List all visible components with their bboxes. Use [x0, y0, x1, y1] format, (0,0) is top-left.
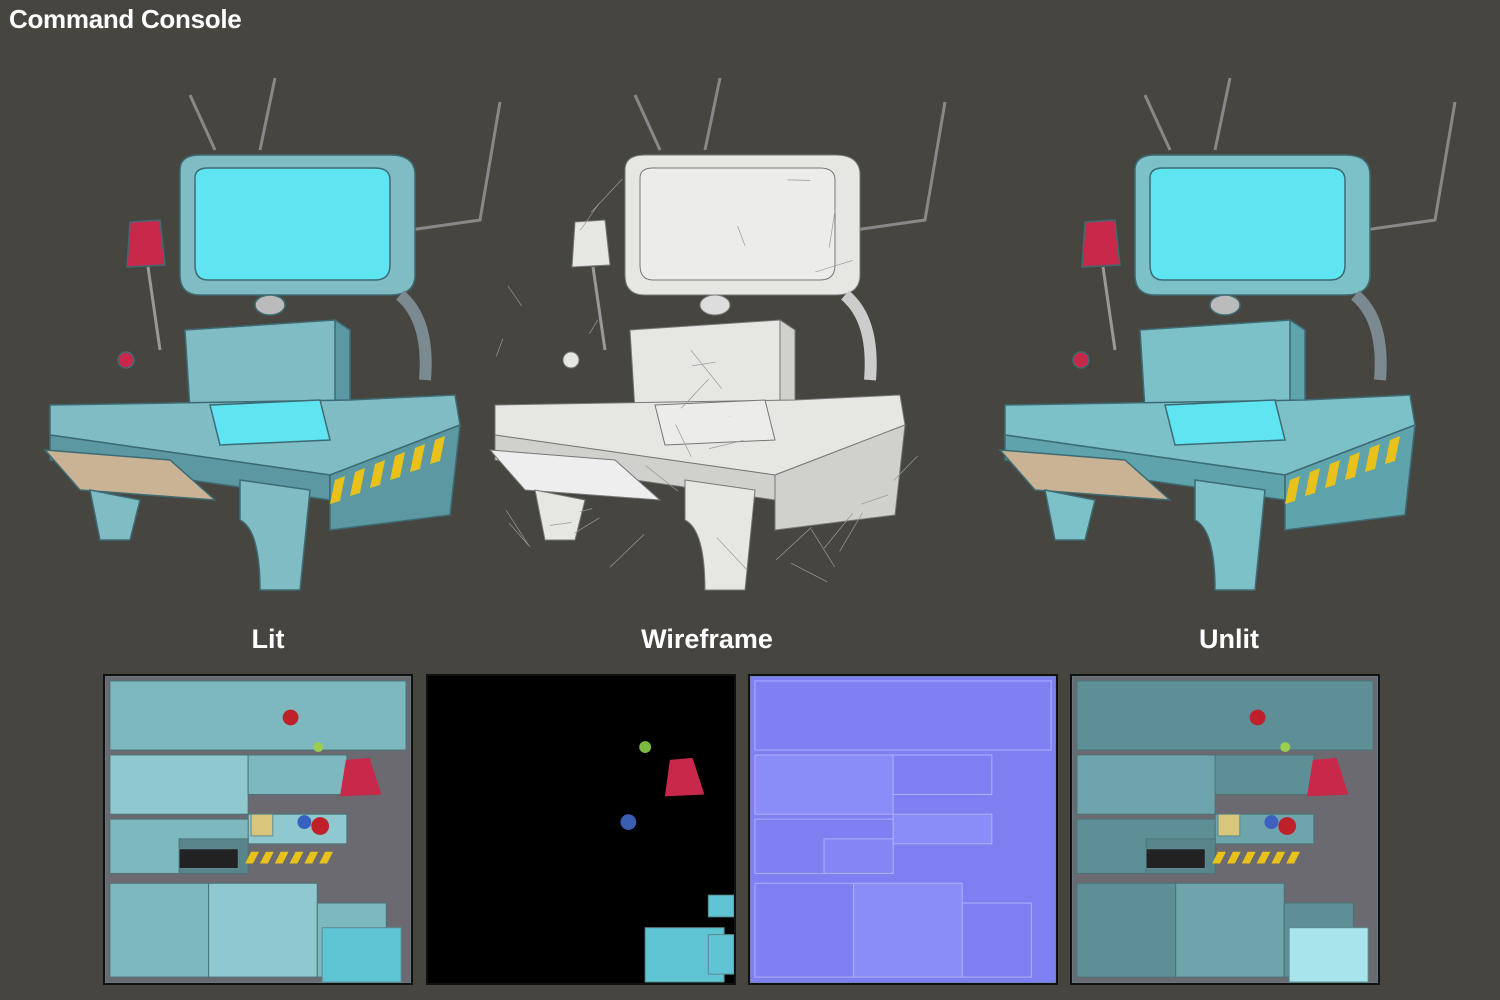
uv-panel [962, 903, 1031, 977]
uv-panel [248, 755, 347, 794]
wire-edge [610, 534, 644, 567]
caption-unlit: Unlit [1079, 624, 1379, 655]
texture-diffuse-lit [103, 674, 413, 985]
caption-wireframe: Wireframe [557, 624, 857, 655]
control-box [1140, 320, 1305, 410]
control-box-side [1290, 320, 1305, 405]
texture-emissive [426, 674, 736, 985]
uv-panel [824, 839, 893, 874]
uv-red-button [311, 817, 329, 835]
wire-edge [508, 286, 522, 306]
joystick [1073, 352, 1089, 368]
emissive-green-button [639, 741, 651, 753]
uv-red-button [283, 710, 299, 726]
uv-monitor-back [1077, 681, 1373, 750]
siren-arm [1103, 267, 1115, 350]
desk-leg-main [685, 480, 755, 590]
uv-panel [209, 883, 318, 977]
siren-light [572, 220, 610, 267]
unlit-render [985, 60, 1465, 620]
wire-edge [589, 320, 598, 334]
control-box-side [780, 320, 795, 405]
siren-arm [148, 267, 160, 350]
wire-edge [496, 339, 503, 357]
monitor-screen [1150, 168, 1345, 280]
uv-panel [1176, 883, 1285, 977]
desk-leg-main [240, 480, 310, 590]
page-title: Command Console [9, 4, 241, 35]
wire-edge [791, 563, 827, 582]
uv-blue-button [1264, 815, 1278, 829]
uv-outlet [1218, 814, 1240, 836]
monitor-knob [255, 295, 285, 315]
uv-panel [1077, 755, 1215, 814]
wire-edge [776, 527, 812, 560]
wireframe-render [475, 60, 955, 620]
emissive-blue-button [620, 814, 636, 830]
joystick [563, 352, 579, 368]
uv-panel [893, 814, 992, 844]
uv-monitor-back [755, 681, 1051, 750]
uv-monitor-back [110, 681, 406, 750]
caption-lit: Lit [118, 624, 418, 655]
desk-leg-left [535, 490, 585, 540]
uv-panel [110, 755, 248, 814]
uv-red-button [1250, 710, 1266, 726]
monitor-knob [700, 295, 730, 315]
uv-green-button [313, 742, 323, 752]
control-box [185, 320, 350, 410]
wire-edge [811, 529, 834, 567]
siren-light [127, 220, 165, 267]
hose [845, 295, 871, 380]
desk-screen [210, 400, 330, 445]
uv-panel [755, 883, 854, 977]
monitor-screen [195, 168, 390, 280]
uv-screen [322, 928, 401, 982]
uv-panel [1215, 755, 1314, 794]
monitor-knob [1210, 295, 1240, 315]
emissive-screen-small [708, 895, 734, 917]
desk-leg-left [90, 490, 140, 540]
monitor-screen [640, 168, 835, 280]
uv-panel [893, 755, 992, 794]
texture-normal [748, 674, 1058, 985]
emissive-siren [665, 758, 704, 796]
wire-edge [591, 179, 622, 212]
texture-diffuse-unlit [1070, 674, 1380, 985]
uv-panel [1077, 883, 1176, 977]
emissive-screen-small [708, 935, 734, 974]
uv-panel [110, 883, 209, 977]
desk-screen [1165, 400, 1285, 445]
hose [1355, 295, 1381, 380]
uv-vent [179, 849, 238, 869]
desk-leg-left [1045, 490, 1095, 540]
lit-render [30, 60, 510, 620]
control-box-side [335, 320, 350, 405]
uv-red-button [1278, 817, 1296, 835]
uv-screen [1289, 928, 1368, 982]
joystick [118, 352, 134, 368]
uv-panel [854, 883, 963, 977]
siren-arm [593, 267, 605, 350]
uv-vent [1146, 849, 1205, 869]
desk-leg-main [1195, 480, 1265, 590]
uv-blue-button [297, 815, 311, 829]
control-box [630, 320, 795, 410]
siren-light [1082, 220, 1120, 267]
uv-outlet [251, 814, 273, 836]
uv-green-button [1280, 742, 1290, 752]
uv-panel [755, 755, 893, 814]
desk-screen [655, 400, 775, 445]
hose [400, 295, 426, 380]
wire-edge [506, 510, 528, 545]
